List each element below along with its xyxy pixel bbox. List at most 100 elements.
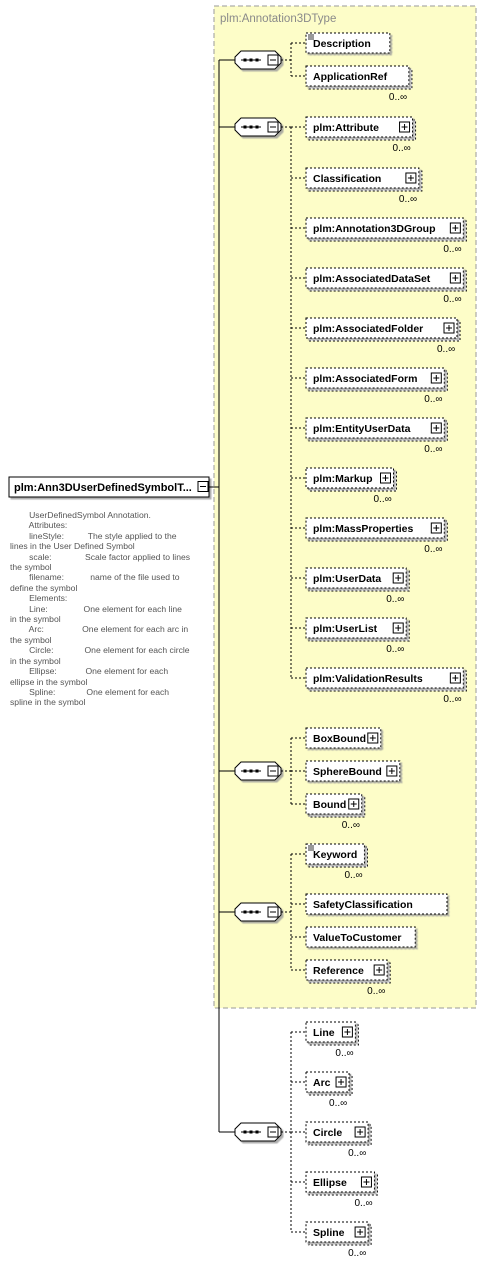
element-name: plm:MassProperties <box>313 523 414 535</box>
element-validationresults[interactable]: plm:ValidationResults 0..∞ <box>291 667 467 705</box>
doc-line: ellipse in the symbol <box>10 676 88 687</box>
collapse-icon[interactable] <box>197 481 209 492</box>
collapse-icon[interactable] <box>267 906 279 918</box>
expand-icon[interactable] <box>392 622 404 634</box>
expand-icon[interactable] <box>399 121 411 133</box>
expand-icon[interactable] <box>430 422 442 434</box>
occurrence-label: 0..∞ <box>354 1198 372 1209</box>
occurrence-label: 0..∞ <box>329 1098 347 1109</box>
expand-icon[interactable] <box>405 172 417 184</box>
element-userlist[interactable]: plm:UserList 0..∞ <box>291 617 410 655</box>
element-boxbound[interactable]: BoxBound <box>291 727 382 749</box>
expand-icon[interactable] <box>430 372 442 384</box>
element-name: Description <box>313 38 371 50</box>
sequence-compositor[interactable] <box>234 1122 282 1142</box>
element-name: Bound <box>313 799 346 811</box>
element-safetyclassification[interactable]: SafetyClassification <box>291 893 448 915</box>
element-description[interactable]: Description <box>291 32 391 54</box>
expand-icon[interactable] <box>335 1076 347 1088</box>
element-name: plm:AssociatedDataSet <box>313 273 431 285</box>
expand-icon[interactable] <box>354 1126 366 1138</box>
element-name: plm:Markup <box>313 473 373 485</box>
doc-line: Elements: <box>10 593 68 604</box>
doc-line: Circle: One element for each circle <box>10 645 190 656</box>
doc-line: in the symbol <box>10 655 61 666</box>
doc-line: UserDefinedSymbol Annotation. <box>10 510 151 520</box>
sequence-compositor[interactable] <box>234 117 282 137</box>
element-name: Spline <box>313 1227 345 1239</box>
element-name: SphereBound <box>313 766 382 778</box>
doc-line: the symbol <box>10 634 52 645</box>
sequence-compositor[interactable] <box>234 761 282 781</box>
element-name: plm:AssociatedForm <box>313 373 417 385</box>
element-name: plm:AssociatedFolder <box>313 323 423 335</box>
doc-line: Ellipse: One element for each <box>10 666 169 677</box>
expand-icon[interactable] <box>348 798 360 810</box>
element-name: plm:Annotation3DGroup <box>313 223 435 235</box>
expand-icon[interactable] <box>449 672 461 684</box>
sequence-group: Line0..∞Arc0..∞Circle0..∞Ellipse0..∞Spli… <box>219 1021 378 1259</box>
expand-icon[interactable] <box>373 964 385 976</box>
doc-line: define the symbol <box>10 582 78 593</box>
element-bound[interactable]: Bound 0..∞ <box>291 793 366 831</box>
collapse-icon[interactable] <box>267 1126 279 1138</box>
element-name: plm:UserData <box>313 573 381 585</box>
expand-icon[interactable] <box>430 522 442 534</box>
type-label: plm:Annotation3DType <box>220 13 336 25</box>
element-spherebound[interactable]: SphereBound <box>291 760 401 782</box>
element-name: plm:EntityUserData <box>313 423 411 435</box>
expand-icon[interactable] <box>367 732 379 744</box>
element-name: plm:UserList <box>313 623 378 635</box>
expand-icon[interactable] <box>386 765 398 777</box>
occurrence-label: 0..∞ <box>443 694 461 705</box>
element-name: Line <box>313 1027 335 1039</box>
expand-icon[interactable] <box>443 322 455 334</box>
expand-icon[interactable] <box>449 222 461 234</box>
doc-line: in the symbol <box>10 614 61 625</box>
expand-icon[interactable] <box>392 572 404 584</box>
occurrence-label: 0..∞ <box>386 644 404 655</box>
element-name: Arc <box>313 1077 331 1089</box>
collapse-icon[interactable] <box>267 54 279 66</box>
doc-line: scale: Scale factor applied to lines <box>10 551 191 562</box>
expand-icon[interactable] <box>341 1026 353 1038</box>
element-name: plm:ValidationResults <box>313 673 423 685</box>
doc-line: lines in the User Defined Symbol <box>10 541 135 552</box>
collapse-icon[interactable] <box>267 765 279 777</box>
occurrence-label: 0..∞ <box>342 820 360 831</box>
element-name: Reference <box>313 965 364 977</box>
element-arc[interactable]: Arc 0..∞ <box>291 1071 353 1109</box>
sequence-compositor[interactable] <box>234 902 282 922</box>
root-element[interactable]: plm:Ann3DUserDefinedSymbolT... <box>8 476 210 498</box>
expand-icon[interactable] <box>380 472 391 484</box>
element-valuetocustomer[interactable]: ValueToCustomer <box>291 926 416 948</box>
occurrence-label: 0..∞ <box>344 870 362 881</box>
expand-icon[interactable] <box>360 1176 372 1188</box>
expand-icon[interactable] <box>449 272 461 284</box>
collapse-icon[interactable] <box>267 121 279 133</box>
doc-line: Arc: One element for each arc in <box>10 624 189 635</box>
sequence-compositor[interactable] <box>234 50 282 70</box>
expand-icon[interactable] <box>354 1226 366 1238</box>
